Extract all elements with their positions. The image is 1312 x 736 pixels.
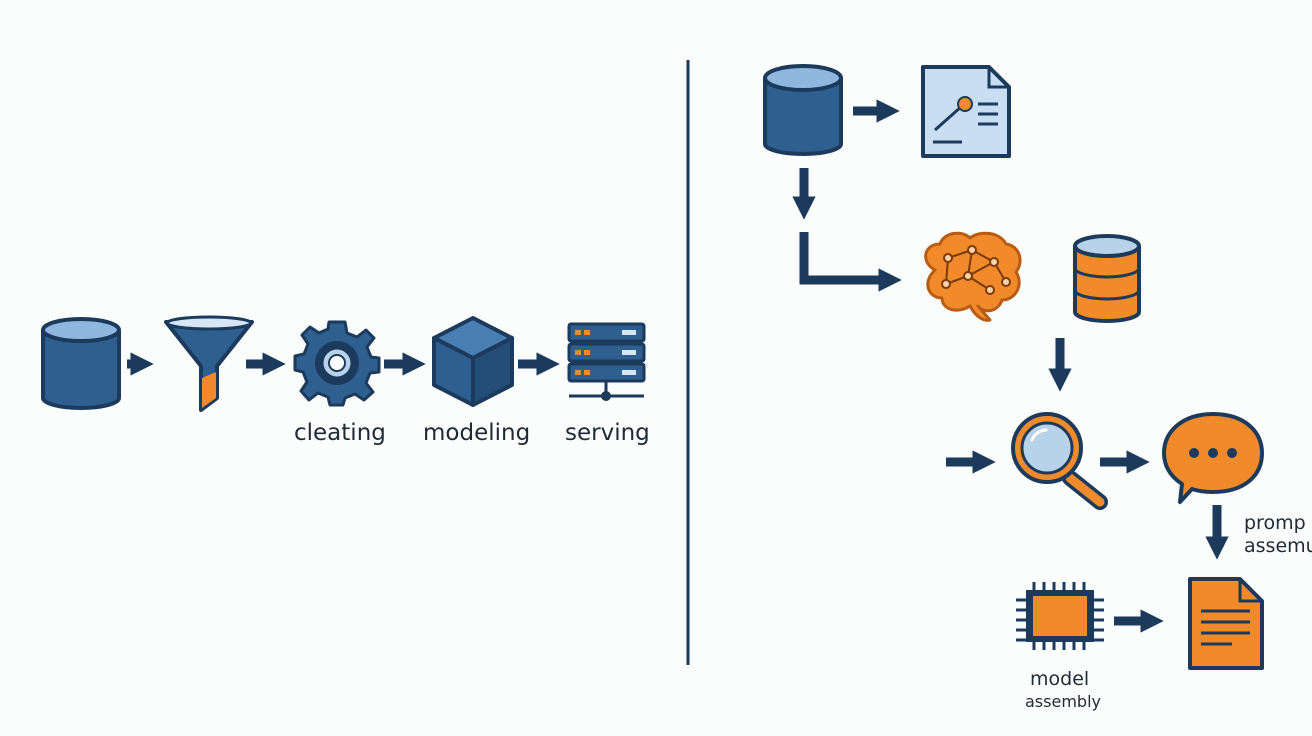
label-assembly: assembly <box>1025 692 1101 711</box>
magnifier-icon <box>1011 412 1108 510</box>
label-prompt-line2: assemu <box>1244 535 1312 557</box>
gear-icon <box>293 320 381 407</box>
label-serving: serving <box>565 420 650 446</box>
brain-icon <box>924 231 1022 322</box>
label-modeling: modeling <box>423 420 531 446</box>
text-document-icon <box>1188 577 1264 670</box>
label-cleating: cleating <box>294 420 386 446</box>
database-icon <box>763 64 843 156</box>
cube-icon <box>432 316 514 407</box>
label-prompt-line1: promp <box>1244 512 1306 534</box>
funnel-icon <box>164 315 254 412</box>
server-icon <box>567 322 646 401</box>
label-model: model <box>1030 668 1090 690</box>
chat-bubble-icon <box>1162 412 1264 504</box>
document-icon <box>921 65 1011 158</box>
database-stack-icon <box>1073 234 1141 323</box>
chip-icon <box>1016 582 1104 650</box>
database-icon <box>41 317 121 410</box>
arrow-l-to-brain <box>799 232 902 292</box>
